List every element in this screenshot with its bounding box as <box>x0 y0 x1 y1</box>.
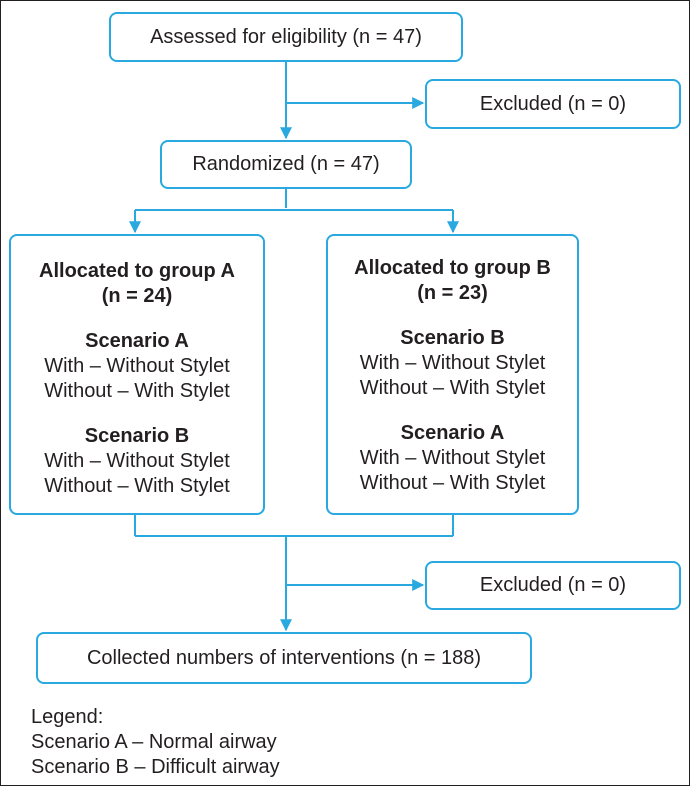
group-b-second-scenario-title: Scenario A <box>400 422 505 444</box>
group-b-first-line2: Without – With Stylet <box>359 377 546 399</box>
group-a-first-line1: With – Without Stylet <box>44 355 230 377</box>
collected-label: Collected numbers of interventions (n = … <box>86 646 482 669</box>
assessed-label: Assessed for eligibility (n = 47) <box>150 25 422 48</box>
randomized-box: Randomized (n = 47) <box>160 140 412 189</box>
group-a-second-scenario-title: Scenario B <box>84 425 190 447</box>
collected-box: Collected numbers of interventions (n = … <box>36 632 532 684</box>
group-a-second-line2: Without – With Stylet <box>44 475 230 497</box>
assessed-box: Assessed for eligibility (n = 47) <box>109 12 463 62</box>
group-b-first-scenario-title: Scenario B <box>400 327 505 349</box>
group-a-title: Allocated to group A <box>39 260 235 282</box>
group-b-second-line1: With – Without Stylet <box>359 447 546 469</box>
group-a-box: Allocated to group A (n = 24) Scenario A… <box>9 234 265 515</box>
legend-item-scenario-b: Scenario B – Difficult airway <box>31 756 280 778</box>
legend-title: Legend: <box>31 706 104 728</box>
group-b-title: Allocated to group B <box>354 257 551 279</box>
group-b-second-line2: Without – With Stylet <box>359 472 546 494</box>
group-b-count: (n = 23) <box>417 282 488 304</box>
excluded-top-box: Excluded (n = 0) <box>425 79 681 129</box>
group-a-first-scenario-title: Scenario A <box>85 330 189 352</box>
excluded-top-label: Excluded (n = 0) <box>479 92 627 115</box>
excluded-bottom-label: Excluded (n = 0) <box>479 574 627 596</box>
group-b-first-line1: With – Without Stylet <box>359 352 546 374</box>
group-b-box: Allocated to group B (n = 23) Scenario B… <box>326 234 579 515</box>
group-a-second-line1: With – Without Stylet <box>44 450 230 472</box>
group-a-first-line2: Without – With Stylet <box>44 380 230 402</box>
group-a-count: (n = 24) <box>101 285 173 307</box>
excluded-bottom-box: Excluded (n = 0) <box>425 561 681 610</box>
legend: Legend: Scenario A – Normal airway Scena… <box>31 705 280 780</box>
randomized-label: Randomized (n = 47) <box>192 153 380 175</box>
legend-item-scenario-a: Scenario A – Normal airway <box>31 731 277 753</box>
